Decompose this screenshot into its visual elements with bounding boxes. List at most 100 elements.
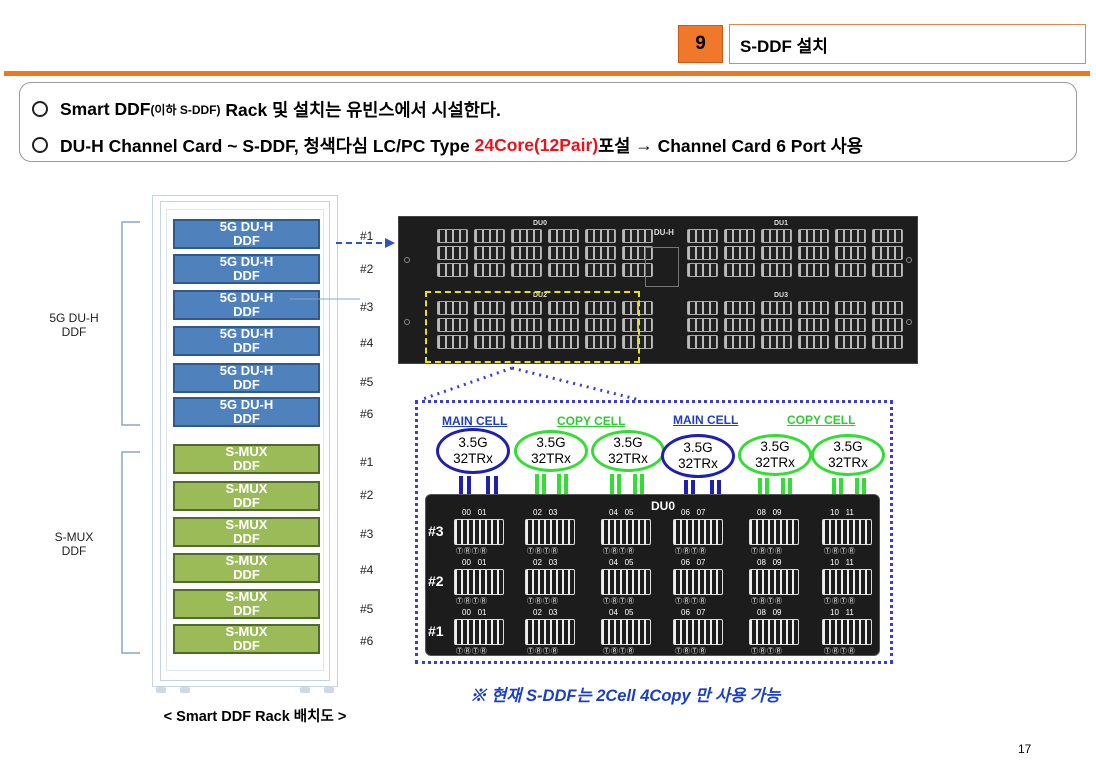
section-title: S-DDF 설치 <box>729 24 1086 64</box>
copy-cell-label: COPY CELL <box>787 413 856 427</box>
port-pair-number: 10 11 <box>830 558 854 567</box>
tx-rx-marker: ⓉⓇⓉⓇ <box>751 648 783 655</box>
detail-zoom-box <box>415 400 893 664</box>
row-label: #2 <box>428 573 444 589</box>
mux-slot-label: #2 <box>360 488 374 502</box>
note-line-2: DU-H Channel Card ~ S-DDF, 청색다심 LC/PC Ty… <box>32 127 1076 163</box>
note2-part-c: Channel Card 6 Port 사용 <box>652 135 863 156</box>
section-number-badge: 9 <box>678 25 723 63</box>
lc-port-quad <box>601 519 651 545</box>
tx-rx-marker: ⓉⓇⓉⓇ <box>675 598 707 605</box>
note2-part-a: DU-H Channel Card ~ S-DDF, 청색다심 LC/PC Ty… <box>60 135 475 156</box>
bullet-circle-icon <box>32 137 48 153</box>
lc-port <box>872 246 903 260</box>
fiber-wire <box>610 474 614 510</box>
lc-port <box>511 229 542 243</box>
bullet-circle-icon <box>32 101 48 117</box>
fiber-wire <box>467 476 471 510</box>
lc-port <box>761 246 792 260</box>
lc-port <box>474 335 505 349</box>
port-pair-number: 04 05 <box>609 558 634 567</box>
lc-port <box>548 263 579 277</box>
tx-rx-marker: ⓉⓇⓉⓇ <box>456 548 488 555</box>
fiber-wire <box>535 474 539 510</box>
lc-port <box>622 301 653 315</box>
lc-port-quad <box>673 619 723 645</box>
notes-box: Smart DDF (이하 S-DDF) Rack 및 설치는 유빈스에서 시설… <box>19 82 1077 162</box>
fiber-wire <box>617 474 621 510</box>
main-cell-label: MAIN CELL <box>442 414 508 428</box>
zoom-line <box>419 366 513 402</box>
fiber-wire <box>557 474 561 510</box>
du0-panel-title: DU0 <box>651 499 676 513</box>
lc-port <box>687 318 718 332</box>
lc-port-quad <box>454 519 504 545</box>
lc-port <box>474 246 505 260</box>
port-pair-number: 04 05 <box>609 508 634 517</box>
main-cell-label: MAIN CELL <box>673 413 739 427</box>
screw-icon <box>906 257 912 263</box>
tx-rx-marker: ⓉⓇⓉⓇ <box>527 548 559 555</box>
note2-part-b: 포설 <box>598 135 636 156</box>
note-line-1: Smart DDF (이하 S-DDF) Rack 및 설치는 유빈스에서 시설… <box>32 91 1076 127</box>
lc-port-quad <box>749 619 799 645</box>
du-slot-label: #2 <box>360 262 374 276</box>
lc-port <box>511 246 542 260</box>
port-pair-number: 08 09 <box>757 558 782 567</box>
zoom-line <box>511 366 641 402</box>
lc-port <box>585 301 616 315</box>
lc-port <box>724 263 755 277</box>
du-bracket <box>121 221 140 426</box>
lc-port <box>622 335 653 349</box>
tx-rx-marker: ⓉⓇⓉⓇ <box>751 548 783 555</box>
rack-foot <box>300 687 310 693</box>
row-label: #3 <box>428 523 444 539</box>
mux-slot-label: #5 <box>360 602 374 616</box>
lc-port-quad <box>525 519 575 545</box>
lc-port <box>437 318 468 332</box>
rack-foot <box>156 687 166 693</box>
fiber-wire <box>633 474 637 510</box>
lc-port <box>761 318 792 332</box>
port-pair-number: 00 01 <box>462 508 487 517</box>
tx-rx-marker: ⓉⓇⓉⓇ <box>456 598 488 605</box>
lc-port <box>798 301 829 315</box>
lc-port <box>872 318 903 332</box>
du1-label: DU1 <box>774 220 789 227</box>
du-slot-label: #5 <box>360 375 374 389</box>
lc-port <box>687 246 718 260</box>
lc-port <box>511 263 542 277</box>
port-pair-number: 08 09 <box>757 608 782 617</box>
port-pair-number: 06 07 <box>681 608 706 617</box>
screw-icon <box>404 257 410 263</box>
port-pair-number: 10 11 <box>830 608 854 617</box>
port-grid-du0 <box>437 229 653 277</box>
port-pair-number: 02 03 <box>533 608 558 617</box>
lc-port-quad <box>454 569 504 595</box>
lc-port <box>511 335 542 349</box>
lc-port <box>585 335 616 349</box>
du2-label: DU2 <box>533 292 548 299</box>
port-pair-number: 06 07 <box>681 558 706 567</box>
lc-port <box>474 318 505 332</box>
tx-rx-marker: ⓉⓇⓉⓇ <box>824 548 856 555</box>
lc-port-quad <box>601 619 651 645</box>
lc-port <box>835 246 866 260</box>
lc-port <box>872 301 903 315</box>
lc-port-quad <box>822 619 872 645</box>
tx-rx-marker: ⓉⓇⓉⓇ <box>824 648 856 655</box>
lc-port <box>585 229 616 243</box>
lc-port <box>548 246 579 260</box>
lc-port <box>761 301 792 315</box>
rack-inner-frame <box>160 201 330 681</box>
lc-port <box>835 335 866 349</box>
lc-port <box>872 229 903 243</box>
tx-rx-marker: ⓉⓇⓉⓇ <box>675 548 707 555</box>
port-grid-du3 <box>687 301 903 349</box>
